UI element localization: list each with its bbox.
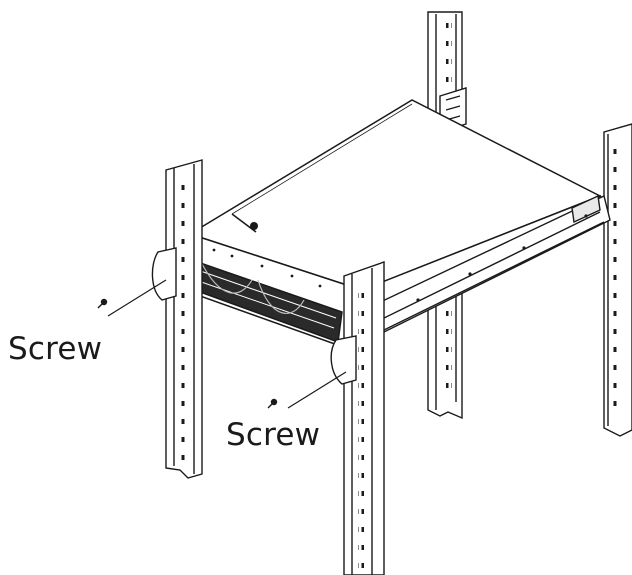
rear-right-rack-post bbox=[603, 123, 632, 437]
front-left-rack-post bbox=[151, 159, 203, 479]
screw-right-icon bbox=[267, 398, 278, 409]
server-chassis bbox=[171, 99, 602, 349]
leader-line-right bbox=[287, 371, 347, 409]
screw-label-right: Screw bbox=[226, 417, 321, 453]
leader-line-left bbox=[107, 279, 167, 317]
screw-label-left: Screw bbox=[8, 331, 103, 367]
front-right-rack-post bbox=[330, 261, 385, 575]
screw-left-icon bbox=[97, 298, 108, 309]
